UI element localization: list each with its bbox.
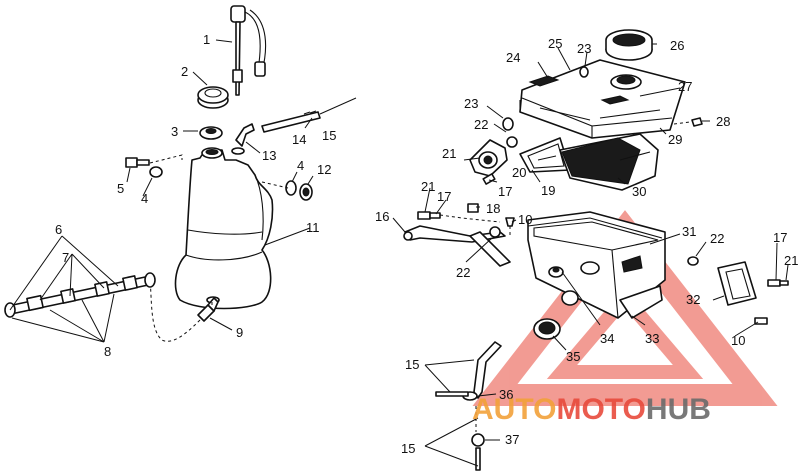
callout-31: 31 xyxy=(682,224,696,239)
callout-17a: 17 xyxy=(437,189,451,204)
part-3-grommet xyxy=(199,126,223,140)
callout-10a: 10 xyxy=(518,212,532,227)
part-17-screw-2 xyxy=(417,211,441,220)
part-17-21-screws xyxy=(767,279,789,287)
callout-19: 19 xyxy=(541,183,555,198)
lid-boss xyxy=(610,74,642,90)
watermark-auto: AUTO xyxy=(472,393,556,426)
callout-8: 8 xyxy=(104,344,111,359)
part-30-filter xyxy=(559,133,659,191)
callout-16: 16 xyxy=(375,209,389,224)
callout-15b: 15 xyxy=(405,357,419,372)
callout-36: 36 xyxy=(499,387,513,402)
callout-18: 18 xyxy=(486,201,500,216)
part-1-vent-assembly xyxy=(230,5,267,96)
part-31-tray xyxy=(527,211,666,319)
part-16-bracket xyxy=(403,225,511,267)
callout-10b: 10 xyxy=(731,333,745,348)
callout-17b: 17 xyxy=(498,184,512,199)
part-10-screw xyxy=(505,217,515,227)
callout-21a: 21 xyxy=(442,146,456,161)
callout-30: 30 xyxy=(632,184,646,199)
callout-25: 25 xyxy=(548,36,562,51)
part-5-screw xyxy=(125,157,150,168)
callout-9: 9 xyxy=(236,325,243,340)
part-12-fitting xyxy=(299,183,313,201)
callout-23b: 23 xyxy=(577,41,591,56)
part-11-oil-tank xyxy=(174,147,274,310)
part-22-screw xyxy=(502,117,518,148)
callout-1: 1 xyxy=(203,32,210,47)
callout-5: 5 xyxy=(117,181,124,196)
callout-22a: 22 xyxy=(474,117,488,132)
callout-20: 20 xyxy=(512,165,526,180)
callout-32: 32 xyxy=(686,292,700,307)
watermark-text: AUTOMOTOHUB xyxy=(472,393,711,426)
callout-4b: 4 xyxy=(297,158,304,173)
automotohub-watermark xyxy=(472,210,778,406)
part-22-grommet xyxy=(489,226,501,238)
callout-3: 3 xyxy=(171,124,178,139)
callout-15c: 15 xyxy=(401,441,415,456)
callout-22c: 22 xyxy=(710,231,724,246)
callout-33: 33 xyxy=(645,331,659,346)
part-15-hose xyxy=(473,341,502,399)
part-34-plug xyxy=(548,266,564,278)
callout-7: 7 xyxy=(62,250,69,265)
callout-6: 6 xyxy=(55,222,62,237)
callout-14: 14 xyxy=(292,132,306,147)
part-22-grommet-right xyxy=(687,256,699,266)
part-10-screw-right xyxy=(754,317,768,325)
callout-24: 24 xyxy=(506,50,520,65)
callout-23a: 23 xyxy=(464,96,478,111)
part-23-grommet xyxy=(579,66,589,78)
callout-21c: 21 xyxy=(784,253,798,268)
callout-17c: 17 xyxy=(773,230,787,245)
part-14-hose xyxy=(261,110,321,133)
part-9-drain-fitting xyxy=(197,297,219,322)
callout-11: 11 xyxy=(306,220,320,235)
callout-22b: 22 xyxy=(456,265,470,280)
callout-34: 34 xyxy=(600,331,614,346)
part-37-clamp xyxy=(471,433,485,471)
callout-13: 13 xyxy=(262,148,276,163)
callout-numbers: 1 2 3 4 4 5 6 7 8 9 10 10 11 12 13 14 15… xyxy=(55,32,798,456)
watermark-hub: HUB xyxy=(646,393,711,426)
part-21-boot xyxy=(469,139,508,177)
watermark-moto: MOTO xyxy=(556,393,645,426)
callout-2: 2 xyxy=(181,64,188,79)
part-35-cap xyxy=(533,318,561,340)
part-13-elbow xyxy=(235,123,255,147)
part-2-cap xyxy=(197,86,229,109)
callout-35: 35 xyxy=(566,349,580,364)
part-6-8-line-assembly xyxy=(4,272,156,318)
part-28-clip xyxy=(691,117,703,127)
callout-12: 12 xyxy=(317,162,331,177)
part-26-cap xyxy=(605,29,653,61)
callout-4a: 4 xyxy=(141,191,148,206)
leader-lines xyxy=(9,39,789,467)
callout-26: 26 xyxy=(670,38,684,53)
callout-29: 29 xyxy=(668,132,682,147)
callout-15a: 15 xyxy=(322,128,336,143)
callout-28: 28 xyxy=(716,114,730,129)
part-17-screw xyxy=(482,173,496,185)
callout-27: 27 xyxy=(678,79,692,94)
callout-21b: 21 xyxy=(421,179,435,194)
callout-37: 37 xyxy=(505,432,519,447)
part-32-plate xyxy=(717,261,757,306)
part-25-airbox-lid xyxy=(519,59,686,139)
part-18-clip xyxy=(467,203,479,213)
